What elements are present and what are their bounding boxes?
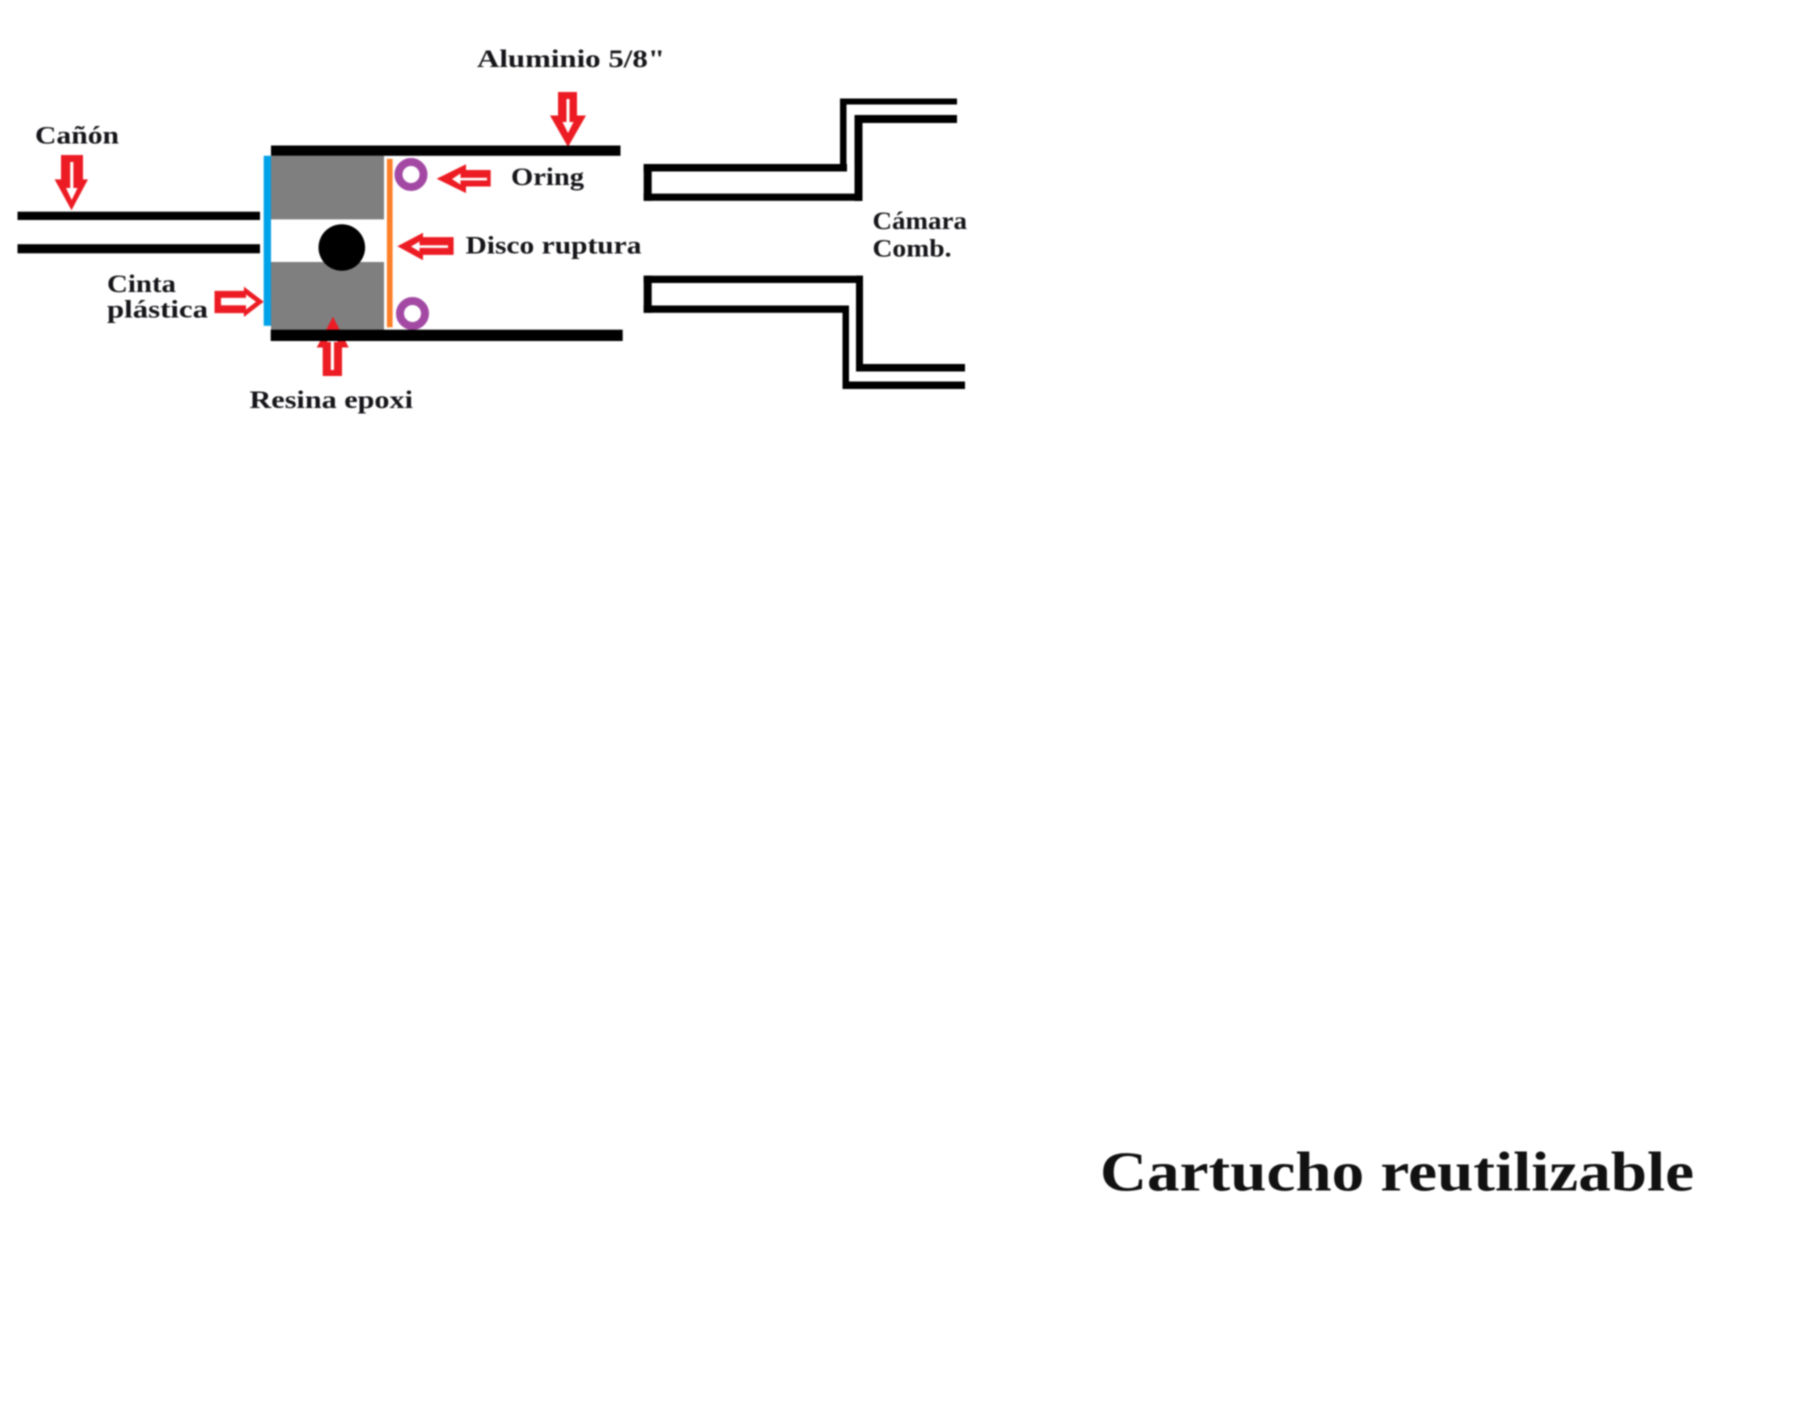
svg-text:Aluminio 5/8": Aluminio 5/8" [477,46,665,73]
svg-text:Cinta: Cinta [107,271,177,298]
svg-text:Oring: Oring [511,164,585,191]
svg-text:Cartucho reutilizable: Cartucho reutilizable [1100,1142,1694,1204]
svg-text:Cámara: Cámara [873,208,968,235]
svg-text:Comb.: Comb. [873,236,952,263]
svg-text:Resina epoxi: Resina epoxi [250,387,414,414]
svg-text:Disco ruptura: Disco ruptura [466,233,643,260]
svg-text:plástica: plástica [107,297,209,324]
svg-text:Cañón: Cañón [35,123,119,150]
